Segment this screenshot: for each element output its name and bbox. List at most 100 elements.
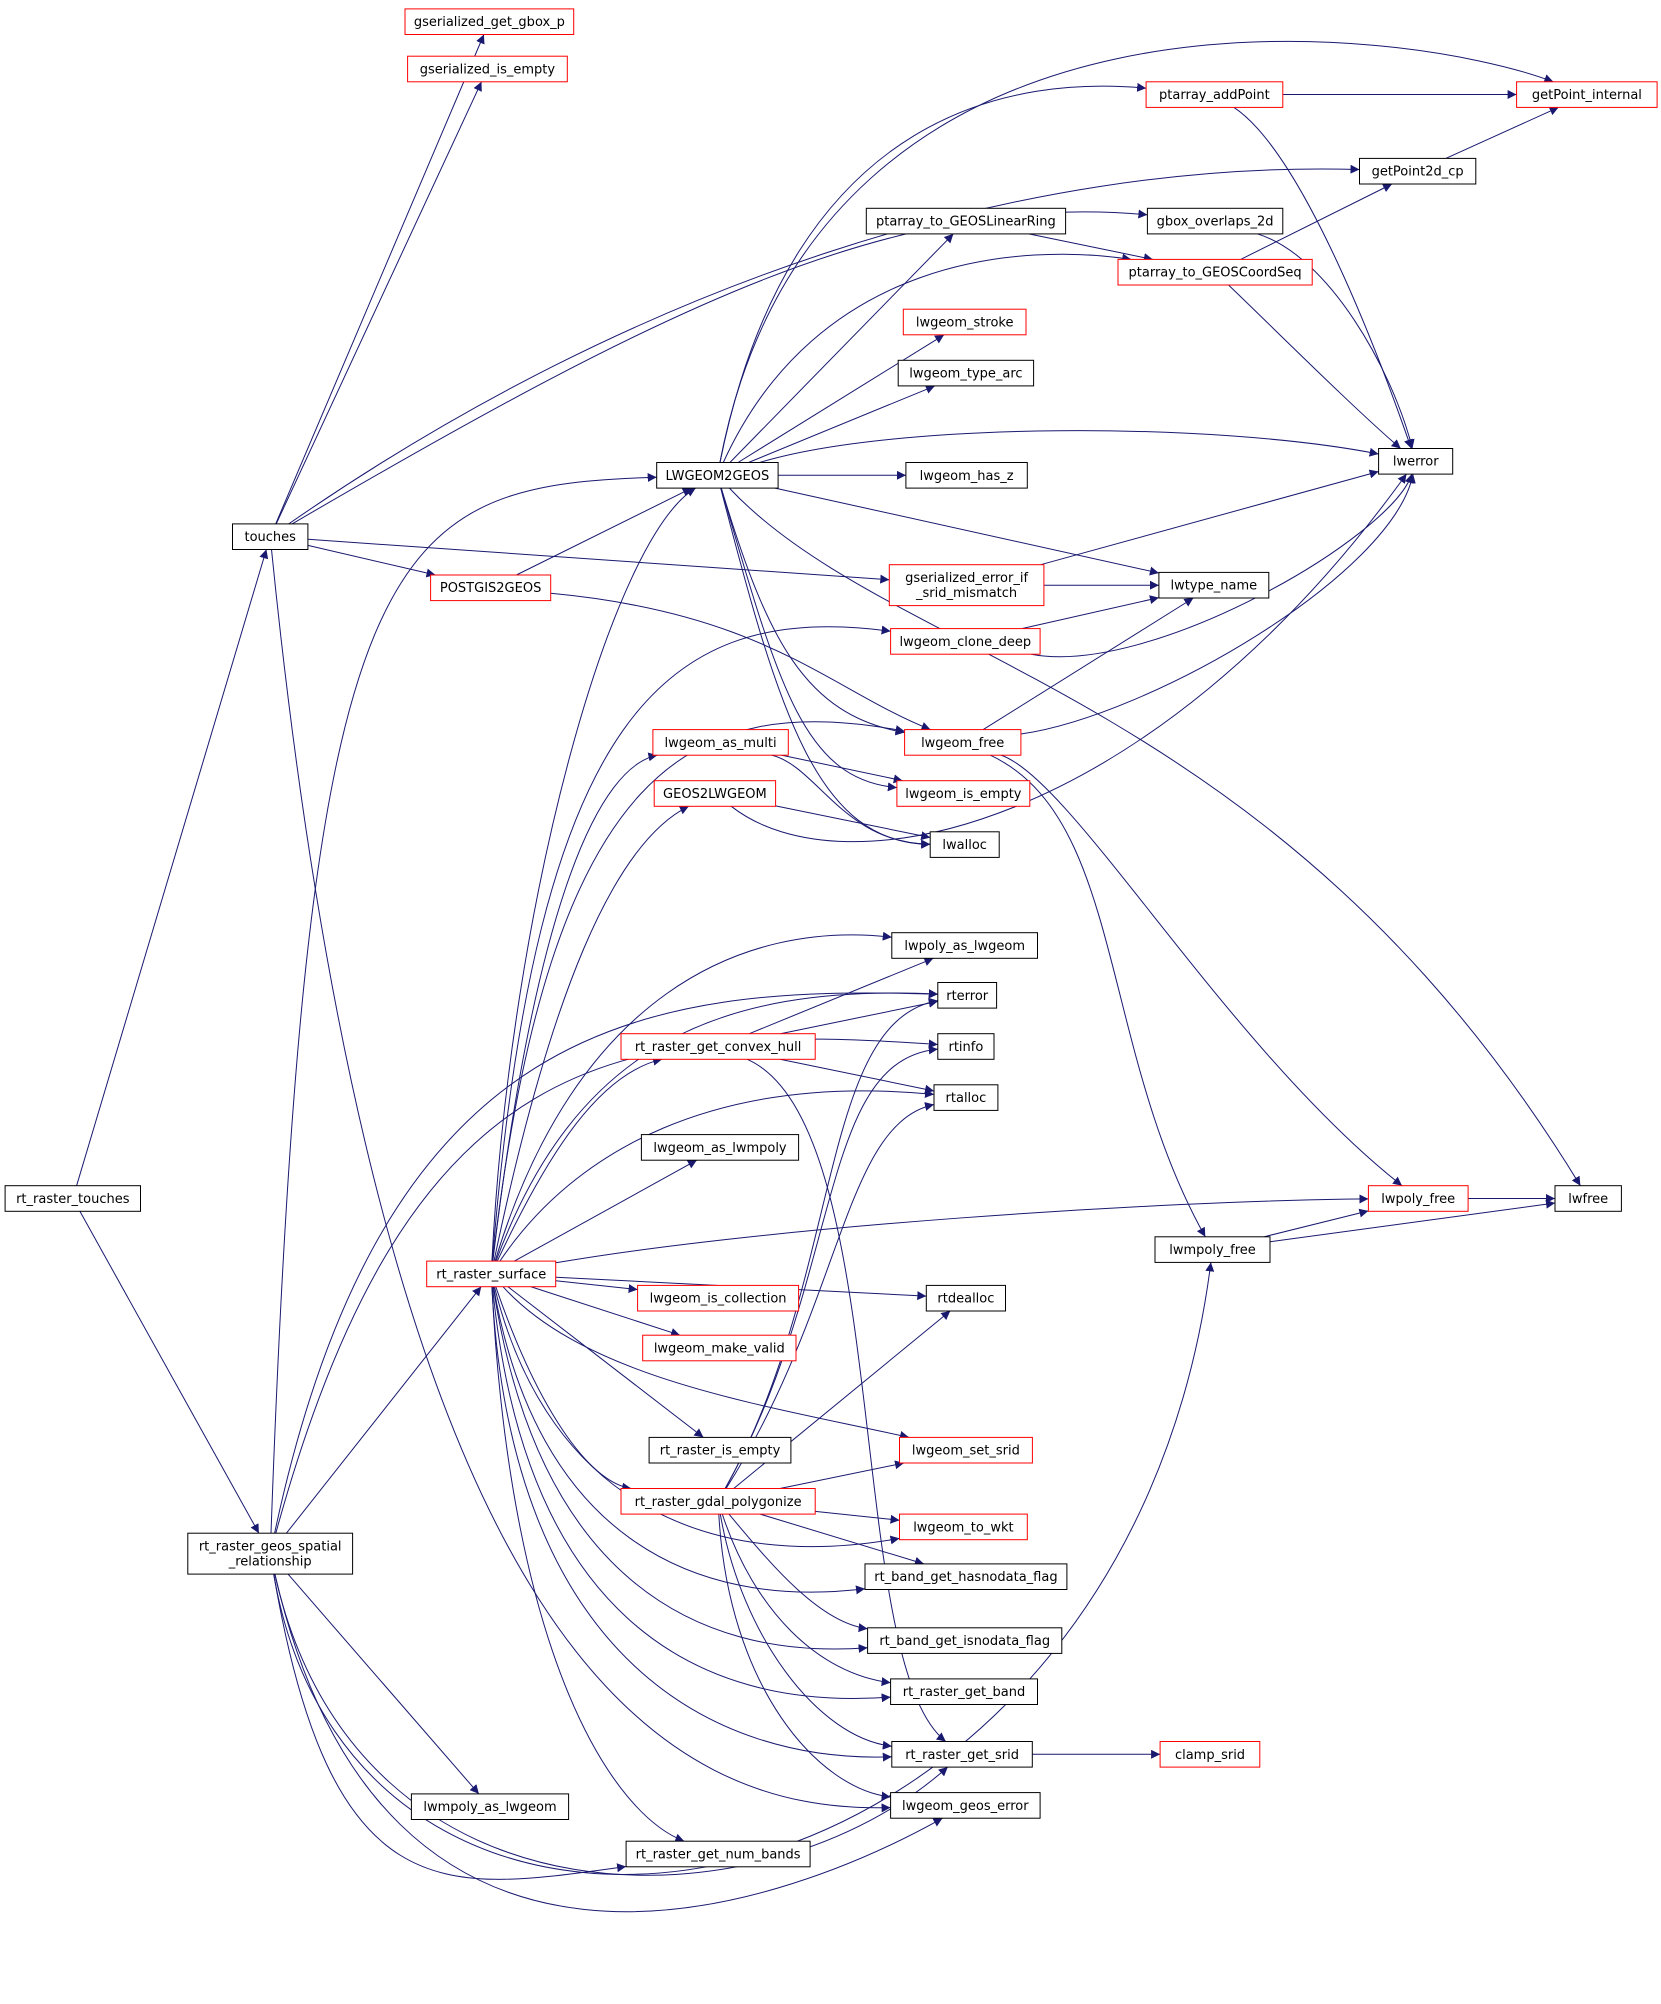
node-lwmpoly_as_lwgeom[interactable]: lwmpoly_as_lwgeom (410, 1793, 570, 1821)
node-lwgeom_has_z[interactable]: lwgeom_has_z (905, 462, 1028, 489)
node-ptarray_addPoint[interactable]: ptarray_addPoint (1145, 81, 1284, 108)
edge-lwgeom_free-to-lwpoly_free (1000, 754, 1403, 1187)
node-rt_raster_get_num_bands[interactable]: rt_raster_get_num_bands (625, 1840, 811, 1868)
node-rt_raster_surface[interactable]: rt_raster_surface (426, 1260, 557, 1288)
node-lwgeom_make_valid[interactable]: lwgeom_make_valid (642, 1334, 797, 1362)
node-getPoint_internal[interactable]: getPoint_internal (1516, 81, 1658, 108)
node-lwerror[interactable]: lwerror (1378, 448, 1454, 475)
node-getPoint2d_cp[interactable]: getPoint2d_cp (1359, 157, 1477, 185)
node-box-lwgeom_type_arc (897, 359, 1035, 387)
node-clamp_srid[interactable]: clamp_srid (1159, 1741, 1261, 1768)
edge-ptarray_to_GEOSLinearRing-to-ptarray_to_GEOSCoordSeq (1028, 233, 1153, 262)
node-rt_raster_gdal_polygonize[interactable]: rt_raster_gdal_polygonize (620, 1488, 816, 1515)
node-label-lwpoly_free: lwpoly_free (1381, 1192, 1455, 1207)
node-lwgeom_geos_error[interactable]: lwgeom_geos_error (890, 1792, 1041, 1819)
edge-rt_raster_touches-to-rt_raster_geos_spatial_relationship (79, 1211, 260, 1534)
node-gbox_overlaps_2d[interactable]: gbox_overlaps_2d (1146, 207, 1284, 235)
node-lwgeom_to_wkt[interactable]: lwgeom_to_wkt (899, 1513, 1028, 1541)
edge-LWGEOM2GEOS-to-lwgeom_is_empty (720, 487, 897, 792)
node-box-rt_band_get_hasnodata_flag (864, 1563, 1068, 1591)
node-lwgeom_set_srid[interactable]: lwgeom_set_srid (899, 1436, 1033, 1464)
node-box-POSTGIS2GEOS (430, 574, 552, 602)
node-box-lwgeom_stroke (902, 308, 1027, 336)
node-lwtype_name[interactable]: lwtype_name (1158, 571, 1270, 599)
node-lwgeom_is_empty[interactable]: lwgeom_is_empty (896, 780, 1031, 807)
edge-gserialized_error_if_srid_mismatch-to-lwerror (1040, 469, 1379, 566)
node-label-rt_raster_get_srid: rt_raster_get_srid (905, 1748, 1019, 1763)
node-lwgeom_type_arc[interactable]: lwgeom_type_arc (897, 359, 1035, 387)
node-lwgeom_clone_deep[interactable]: lwgeom_clone_deep (890, 628, 1041, 655)
node-label-LWGEOM2GEOS: LWGEOM2GEOS (666, 469, 770, 484)
edge-GEOS2LWGEOM-to-lwerror (730, 473, 1407, 843)
node-lwalloc[interactable]: lwalloc (929, 831, 1000, 858)
node-label-lwgeom_clone_deep: lwgeom_clone_deep (900, 635, 1032, 650)
node-box-lwgeom_geos_error (890, 1792, 1041, 1819)
edge-touches-to-gserialized_is_empty (275, 81, 482, 525)
edge-rt_raster_surface-to-rt_raster_is_empty (507, 1286, 704, 1438)
node-rtdealloc[interactable]: rtdealloc (925, 1284, 1006, 1312)
node-lwgeom_as_lwmpoly[interactable]: lwgeom_as_lwmpoly (640, 1134, 800, 1161)
edge-rt_raster_surface-to-lwgeom_as_lwmpoly (514, 1159, 698, 1262)
node-ptarray_to_GEOSCoordSeq[interactable]: ptarray_to_GEOSCoordSeq (1117, 258, 1313, 286)
edge-ptarray_to_GEOSCoordSeq-to-getPoint2d_cp (1240, 183, 1393, 260)
edge-LWGEOM2GEOS-to-lwtype_name (774, 487, 1160, 576)
node-gserialized_is_empty[interactable]: gserialized_is_empty (407, 55, 568, 83)
node-rt_raster_get_band[interactable]: rt_raster_get_band (890, 1678, 1038, 1706)
node-box-getPoint2d_cp (1359, 157, 1477, 185)
node-gserialized_get_gbox_p[interactable]: gserialized_get_gbox_p (404, 8, 575, 35)
node-label-rtalloc: rtalloc (946, 1091, 987, 1106)
node-LWGEOM2GEOS[interactable]: LWGEOM2GEOS (656, 462, 779, 489)
node-box-GEOS2LWGEOM (653, 780, 777, 807)
node-lwgeom_free[interactable]: lwgeom_free (904, 729, 1022, 756)
node-rtinfo[interactable]: rtinfo (937, 1033, 995, 1060)
node-lwpoly_free[interactable]: lwpoly_free (1367, 1185, 1469, 1212)
edge-lwgeom_clone_deep-to-lwtype_name (1021, 595, 1160, 630)
node-box-rtalloc (933, 1084, 999, 1111)
node-rt_raster_get_convex_hull[interactable]: rt_raster_get_convex_hull (620, 1033, 816, 1060)
node-box-rt_raster_is_empty (648, 1436, 792, 1464)
node-touches[interactable]: touches (232, 523, 309, 551)
edge-rt_raster_surface-to-lwgeom_is_collection (555, 1280, 638, 1294)
node-box-LWGEOM2GEOS (656, 462, 779, 489)
edge-rt_raster_gdal_polygonize-to-rt_band_get_isnodata_flag (728, 1513, 868, 1633)
node-rterror[interactable]: rterror (937, 982, 998, 1009)
edge-lwgeom_free-to-lwerror (1020, 473, 1416, 735)
node-label-rtdealloc: rtdealloc (937, 1292, 994, 1307)
edge-lwmpoly_free-to-lwpoly_free (1263, 1208, 1369, 1238)
node-lwgeom_is_collection[interactable]: lwgeom_is_collection (637, 1284, 800, 1312)
node-lwmpoly_free[interactable]: lwmpoly_free (1154, 1236, 1271, 1263)
node-ptarray_to_GEOSLinearRing[interactable]: ptarray_to_GEOSLinearRing (865, 207, 1067, 235)
node-label-lwgeom_as_multi: lwgeom_as_multi (665, 736, 777, 751)
node-POSTGIS2GEOS[interactable]: POSTGIS2GEOS (430, 574, 552, 602)
node-rt_band_get_hasnodata_flag[interactable]: rt_band_get_hasnodata_flag (864, 1563, 1068, 1591)
node-rt_raster_get_srid[interactable]: rt_raster_get_srid (891, 1741, 1033, 1768)
edge-LWGEOM2GEOS-to-lwgeom_stroke (737, 334, 945, 463)
node-lwgeom_as_multi[interactable]: lwgeom_as_multi (652, 729, 789, 756)
node-GEOS2LWGEOM[interactable]: GEOS2LWGEOM (653, 780, 777, 807)
node-box-rt_raster_get_srid (891, 1741, 1033, 1768)
edge-ptarray_addPoint-to-lwerror (1233, 106, 1413, 449)
edge-rt_raster_gdal_polygonize-to-lwgeom_to_wkt (815, 1510, 900, 1524)
node-lwfree[interactable]: lwfree (1554, 1185, 1622, 1212)
node-box-rtinfo (937, 1033, 995, 1060)
node-lwpoly_as_lwgeom[interactable]: lwpoly_as_lwgeom (891, 932, 1038, 959)
node-label-lwerror: lwerror (1393, 455, 1439, 470)
edge-rt_raster_gdal_polygonize-to-rt_band_get_hasnodata_flag (759, 1513, 925, 1566)
edge-rt_raster_get_convex_hull-to-rterror (780, 998, 938, 1035)
node-box-lwerror (1378, 448, 1454, 475)
node-lwgeom_stroke[interactable]: lwgeom_stroke (902, 308, 1027, 336)
node-rt_raster_geos_spatial_relationship[interactable]: rt_raster_geos_spatial_relationship (187, 1532, 354, 1575)
node-rt_band_get_isnodata_flag[interactable]: rt_band_get_isnodata_flag (867, 1627, 1063, 1654)
edge-LWGEOM2GEOS-to-getPoint_internal (719, 40, 1554, 463)
node-label-lwfree: lwfree (1568, 1192, 1608, 1207)
node-box-getPoint_internal (1516, 81, 1658, 108)
node-box-rt_band_get_isnodata_flag (867, 1627, 1063, 1654)
node-rt_raster_is_empty[interactable]: rt_raster_is_empty (648, 1436, 792, 1464)
node-rtalloc[interactable]: rtalloc (933, 1084, 999, 1111)
edge-LWGEOM2GEOS-to-lwerror (759, 430, 1379, 463)
node-gserialized_error_if_srid_mismatch[interactable]: gserialized_error_if_srid_mismatch (888, 564, 1045, 607)
node-label-lwgeom_is_collection: lwgeom_is_collection (650, 1292, 787, 1307)
edge-rt_raster_geos_spatial_relationship-to-rt_raster_get_num_bands (273, 1574, 627, 1880)
node-label-rt_band_get_isnodata_flag: rt_band_get_isnodata_flag (879, 1634, 1050, 1649)
